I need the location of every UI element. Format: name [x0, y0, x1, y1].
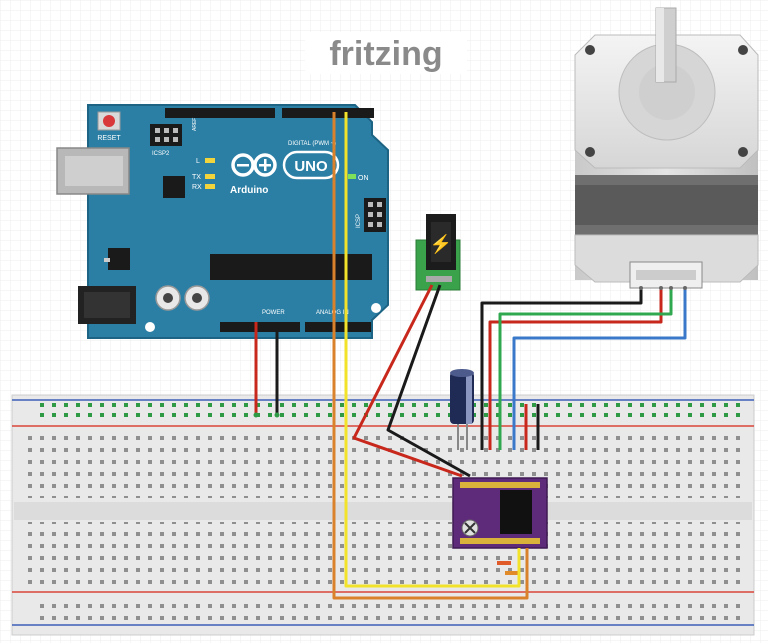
voltage-regulator — [108, 248, 130, 270]
jumper-red-small — [497, 561, 511, 565]
digital-label: DIGITAL (PWM ~) — [288, 141, 336, 147]
stepper-motor — [574, 7, 759, 289]
model-label: UNO — [294, 158, 328, 175]
jumper-orange-small — [505, 571, 519, 575]
wire-vmot-red — [352, 284, 463, 478]
status-leds — [205, 158, 215, 189]
wires — [254, 112, 687, 600]
reset-label: RESET — [97, 135, 121, 142]
brand-label: Arduino — [230, 185, 268, 196]
wire-motor-black — [480, 288, 643, 450]
wire-ends — [253, 286, 687, 418]
breadboard — [11, 394, 755, 636]
fritzing-logo: fritzing — [305, 32, 467, 74]
fritzing-logo-text: fritzing — [329, 35, 442, 73]
wire-gnd-black-2 — [386, 284, 471, 478]
aref-label: AREF — [192, 118, 198, 131]
power-header — [220, 322, 371, 332]
icsp2-header — [150, 124, 182, 146]
led-rx-label: RX — [192, 184, 202, 191]
wire-dir-yellow — [344, 112, 521, 588]
arduino-uno-board: RESET ICSP2 AREF DIGITAL (PWM ~) L TX RX — [56, 104, 389, 339]
on-label: ON — [358, 175, 369, 182]
digital-header — [165, 108, 374, 118]
dc-power-jack: ⚡ — [415, 214, 461, 291]
wire-motor-red — [488, 288, 663, 450]
atmega-chip — [210, 254, 372, 280]
wire-step-orange — [332, 112, 529, 600]
analog-label: ANALOG IN — [316, 310, 349, 316]
icsp2-label: ICSP2 — [152, 151, 170, 157]
led-tx-label: TX — [192, 174, 201, 181]
led-l-label: L — [196, 158, 200, 165]
icsp-label: ICSP — [356, 214, 362, 228]
dc-jack-symbol: ⚡ — [430, 233, 452, 255]
board-capacitors — [155, 285, 210, 311]
wire-motor-blue — [512, 288, 687, 450]
usb-chip — [163, 176, 185, 198]
arduino-logo — [231, 150, 340, 180]
power-label: POWER — [262, 310, 285, 316]
wire-motor-green — [498, 288, 673, 450]
icsp-header — [364, 198, 386, 232]
electrolytic-capacitor — [450, 369, 474, 450]
on-led — [348, 174, 356, 179]
stepper-driver-board — [452, 477, 548, 549]
